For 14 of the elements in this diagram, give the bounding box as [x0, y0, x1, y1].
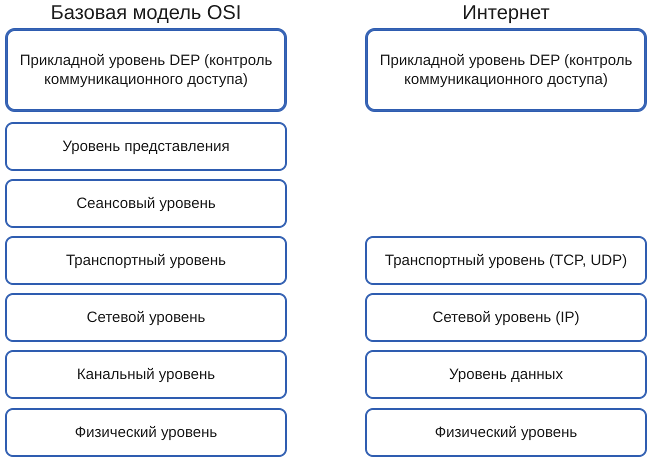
layer-box: Прикладной уровень DEP (контроль коммуникационного доступа) — [365, 28, 647, 112]
layer-box: Сеансовый уровень — [5, 179, 287, 228]
column-heading: Базовая модель OSI — [50, 1, 242, 26]
layer-box: Сетевой уровень — [5, 293, 287, 342]
layer-box: Транспортный уровень (TCP, UDP) — [365, 236, 647, 285]
layer-box: Уровень данных — [365, 350, 647, 399]
layer-box: Канальный уровень — [5, 350, 287, 399]
layer-box: Физический уровень — [365, 408, 647, 457]
layer-box: Транспортный уровень — [5, 236, 287, 285]
layer-box: Уровень представления — [5, 122, 287, 171]
column-heading: Интернет — [461, 1, 551, 26]
layer-box: Физический уровень — [5, 408, 287, 457]
layer-box: Сетевой уровень (IP) — [365, 293, 647, 342]
layer-box: Прикладной уровень DEP (контроль коммуникационного доступа) — [5, 28, 287, 112]
